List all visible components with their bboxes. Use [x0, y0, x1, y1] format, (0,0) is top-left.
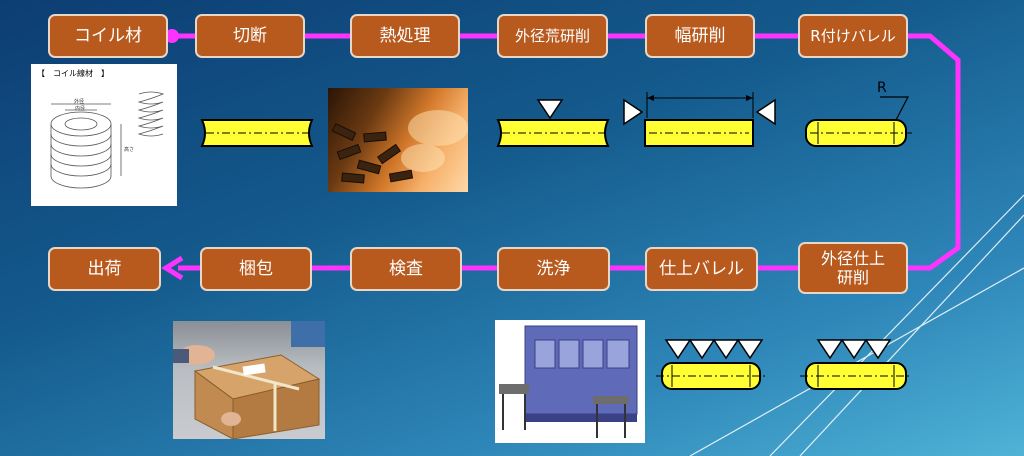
- r-mark-label: R: [877, 80, 887, 96]
- step-inspect-label: 検査: [389, 258, 423, 279]
- grind-wheel-right-icon: [755, 98, 776, 126]
- step-ship-label: 出荷: [87, 258, 122, 279]
- step-inspect: 検査: [350, 247, 462, 291]
- step-od-rough: 外径荒研削: [497, 14, 608, 58]
- step-heat: 熱処理: [350, 14, 460, 58]
- step-od-rough-label: 外径荒研削: [514, 27, 590, 45]
- step-finish-barrel-label: 仕上バレル: [659, 258, 744, 279]
- packing-photo: [173, 321, 325, 439]
- r-leader-line: [880, 96, 909, 121]
- step-cut-label: 切断: [233, 25, 267, 46]
- step-pack-label: 梱包: [239, 258, 273, 279]
- grind-wheel-icon: [536, 99, 564, 120]
- step-coil-label: コイル材: [74, 25, 142, 46]
- washing-machine-illustration: [499, 325, 638, 438]
- step-coil: コイル材: [48, 14, 168, 58]
- coil-label-height: 高さ: [124, 147, 135, 153]
- coil-drawing: [50, 91, 165, 189]
- step-od-finish-label-2: 研削: [836, 268, 869, 287]
- arrow-head-icon: [161, 255, 184, 281]
- step-wash: 洗浄: [497, 247, 610, 291]
- step-r-barrel: R付けバレル: [798, 14, 908, 58]
- step-od-finish: 外径仕上 研削: [798, 242, 908, 294]
- step-ship: 出荷: [48, 247, 161, 291]
- coil-label-id: 内径: [75, 106, 86, 112]
- step-heat-label: 熱処理: [379, 25, 431, 46]
- finish-grind-icons: [816, 339, 892, 360]
- step-cut: 切断: [195, 14, 305, 58]
- step-r-barrel-label: R付けバレル: [810, 27, 896, 45]
- step-finish-barrel: 仕上バレル: [645, 247, 758, 291]
- step-pack: 梱包: [200, 247, 312, 291]
- packing-box-illustration: [173, 321, 325, 439]
- grind-wheel-left-icon: [623, 98, 644, 126]
- heat-parts-illustration: [331, 110, 468, 184]
- step-width-label: 幅研削: [674, 25, 726, 46]
- connector-rbarrel-odfinish: [908, 33, 961, 271]
- barrel-media-icons: [664, 339, 764, 360]
- washing-machine-photo: [495, 320, 645, 443]
- step-wash-label: 洗浄: [536, 258, 571, 279]
- step-od-finish-label-1: 外径仕上: [820, 248, 885, 268]
- coil-label-od: 外径: [74, 99, 85, 105]
- coil-figure-title: 【 コイル線材 】: [37, 69, 109, 78]
- coil-wire-figure: 【 コイル線材 】 外径 内径 高さ: [31, 64, 177, 206]
- step-width: 幅研削: [645, 14, 755, 58]
- heat-treatment-photo: [328, 88, 468, 192]
- connector-start-dot: [165, 29, 179, 43]
